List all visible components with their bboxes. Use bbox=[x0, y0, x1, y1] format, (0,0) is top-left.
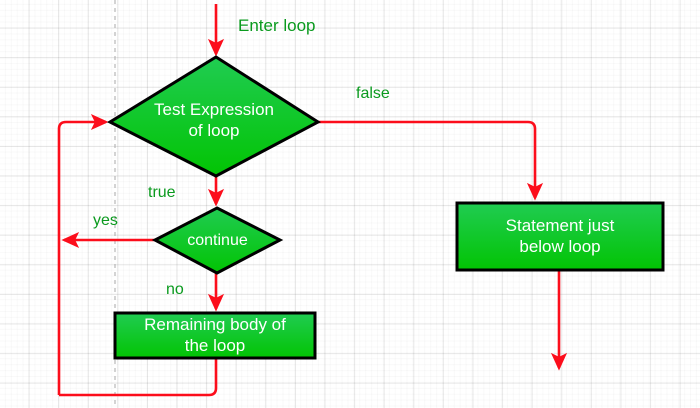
node-test-expression[interactable] bbox=[106, 55, 321, 178]
edge-label-yes: yes bbox=[93, 212, 118, 229]
edge-label-no: no bbox=[166, 281, 184, 298]
node-continue[interactable] bbox=[151, 206, 284, 275]
edge-body-to-loopback bbox=[59, 358, 218, 397]
node-statement-below-loop[interactable] bbox=[455, 201, 665, 272]
edge-label-false: false bbox=[356, 85, 390, 102]
node-remaining-body[interactable] bbox=[113, 311, 317, 360]
edge-label-true: true bbox=[148, 184, 176, 201]
edge-label-enter-loop: Enter loop bbox=[238, 16, 316, 35]
edge-loopback-rail bbox=[57, 113, 109, 395]
edge-false-to-statement bbox=[318, 120, 544, 201]
